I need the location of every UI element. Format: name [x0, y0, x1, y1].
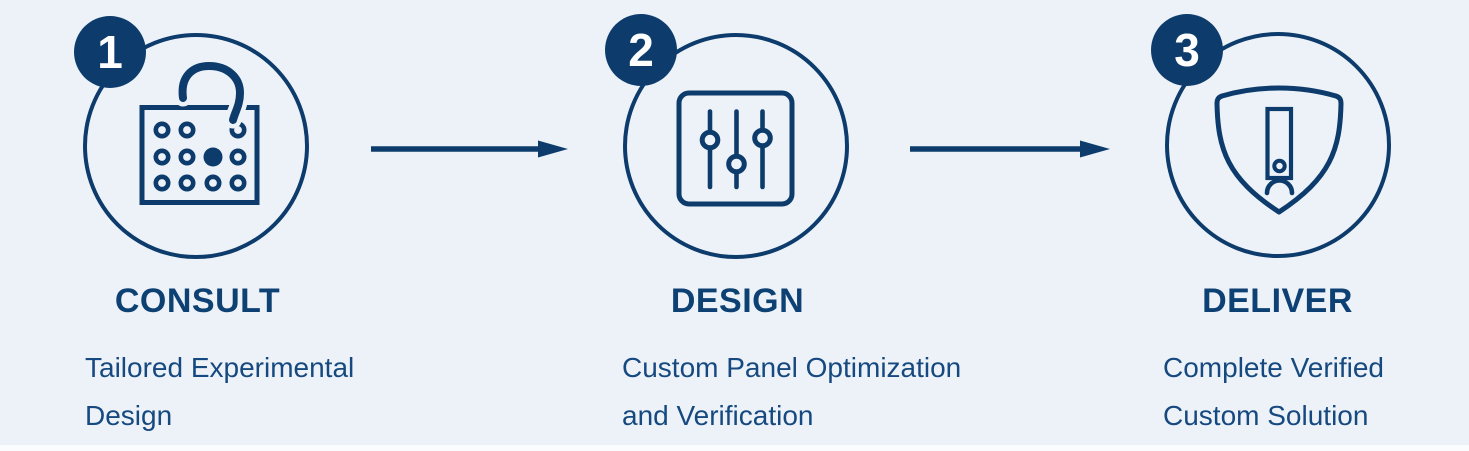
step2-description-line1: Custom Panel Optimization: [622, 352, 962, 383]
step2-number-badge: 2: [605, 14, 677, 86]
step1-description-line2: Design: [85, 400, 173, 431]
step1-description: Tailored Experimental Design: [85, 344, 425, 440]
step1-circle: [83, 33, 309, 259]
step1-number-badge: 1: [74, 16, 146, 88]
step3-circle: [1165, 32, 1391, 258]
arrow-step1-to-step2-icon: [371, 140, 568, 158]
shield-verified-strip-icon: [1214, 85, 1344, 215]
step2-number: 2: [628, 24, 654, 76]
step2-description-line2: and Verification: [622, 400, 814, 431]
step2-circle: [623, 33, 849, 259]
step2-title: DESIGN: [670, 282, 805, 320]
step3-title: DELIVER: [1202, 282, 1353, 320]
step3-description-line2: Custom Solution: [1163, 400, 1369, 431]
sliders-panel-icon: [676, 90, 795, 207]
arrow-step2-to-step3-icon: [910, 140, 1110, 158]
step3-description-line1: Complete Verified: [1163, 352, 1385, 383]
step1-description-line1: Tailored Experimental: [85, 352, 355, 383]
step1-title: CONSULT: [114, 282, 281, 320]
experiment-plate-question-icon: [139, 57, 260, 205]
step2-description: Custom Panel Optimization and Verificati…: [622, 344, 1002, 440]
step3-number-badge: 3: [1151, 14, 1223, 86]
step1-number: 1: [97, 26, 123, 78]
step3-number: 3: [1174, 24, 1200, 76]
bottom-strip: [0, 445, 1469, 451]
step3-description: Complete Verified Custom Solution: [1163, 344, 1463, 440]
